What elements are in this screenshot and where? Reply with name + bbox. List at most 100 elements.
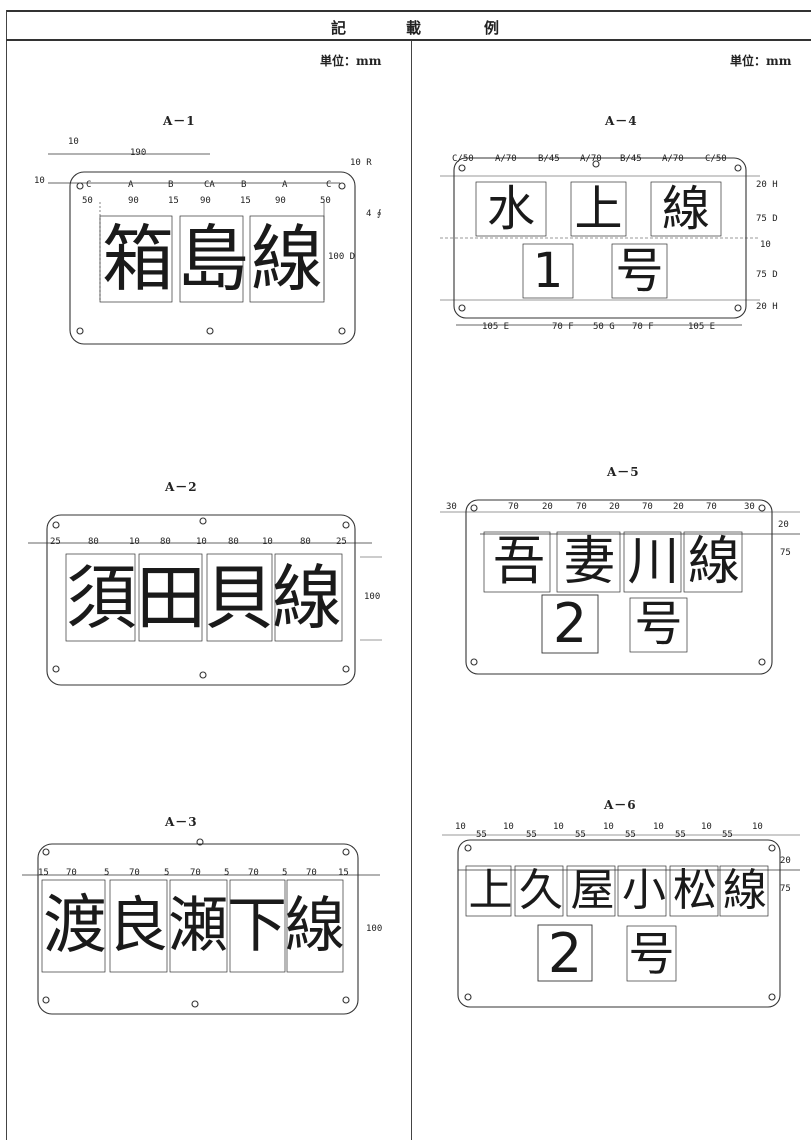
dim-a4-bottom: 70 F xyxy=(552,322,574,332)
dim-a2: 80 xyxy=(160,537,171,547)
dim-a6-top: 10 xyxy=(553,822,564,832)
dim-a4-right: 75 D xyxy=(756,270,778,280)
plate-a6-char: 久 xyxy=(519,865,563,916)
plate-title-a1: A－1 xyxy=(163,114,196,128)
plate-a4-char: 線 xyxy=(661,181,710,237)
dim-a5-right: 20 xyxy=(778,520,789,530)
dim-a6-top: 55 xyxy=(625,830,636,840)
plate-a6-char: 上 xyxy=(468,865,513,916)
plate-a5-char: 号 xyxy=(634,596,683,652)
dim-a3: 70 xyxy=(306,868,317,878)
dim-a1: C xyxy=(326,180,332,190)
dim-a1: 50 xyxy=(82,196,93,206)
left-rule xyxy=(6,10,7,1140)
plate-a3-char: 線 xyxy=(285,891,345,961)
plate-a4-glyphs-row1: 水 上 線 xyxy=(476,184,721,234)
plate-a5-outline xyxy=(465,499,773,675)
plate-a2 xyxy=(28,514,382,686)
plate-title-a2: A－2 xyxy=(165,480,198,494)
dim-a3: 5 xyxy=(164,868,170,878)
plate-a6 xyxy=(442,834,800,1008)
dim-a4-bottom: 70 F xyxy=(632,322,654,332)
plate-a4 xyxy=(440,157,760,326)
dim-a3: 70 xyxy=(190,868,201,878)
dim-a1: 15 xyxy=(168,196,179,206)
dim-a1: 15 xyxy=(240,196,251,206)
plate-a3-char: 良 xyxy=(108,891,168,961)
dim-a6-top: 10 xyxy=(503,822,514,832)
plate-title-a6: A－6 xyxy=(604,798,637,812)
dim-a1: 190 xyxy=(130,148,147,158)
header-char-3: 例 xyxy=(484,19,502,37)
dim-a2: 10 xyxy=(196,537,207,547)
plate-a5-char: 川 xyxy=(627,532,680,592)
dim-a4-right: 10 xyxy=(760,240,771,250)
dim-a4-right: 20 H xyxy=(756,180,778,190)
plate-a4-char: 号 xyxy=(615,243,664,299)
plate-a2-char: 線 xyxy=(272,557,342,639)
dim-a1: 90 xyxy=(275,196,286,206)
dim-a1: 90 xyxy=(200,196,211,206)
plate-title-a4: A－4 xyxy=(605,114,638,128)
dim-a4-top: A/70 xyxy=(580,154,602,164)
plate-title-a5: A－5 xyxy=(607,465,640,479)
dim-a6-top: 10 xyxy=(455,822,466,832)
plate-a5-char: 吾 xyxy=(492,532,545,592)
dim-a1: 100 D xyxy=(328,252,356,262)
dim-a4-top: C/50 xyxy=(452,154,474,164)
dim-a6-top: 55 xyxy=(476,830,487,840)
dim-a5-right: 75 xyxy=(780,548,791,558)
plate-a3 xyxy=(22,838,380,1015)
dim-a4-top: B/45 xyxy=(538,154,560,164)
dim-a5-top: 30 xyxy=(744,502,755,512)
dim-a1: C xyxy=(86,180,92,190)
dim-a2: 10 xyxy=(129,537,140,547)
plate-a6-char: 松 xyxy=(673,865,717,916)
plate-a6-char: 号 xyxy=(628,927,675,981)
header-bar: 記 載 例 xyxy=(6,12,811,41)
dim-a5-top: 70 xyxy=(642,502,653,512)
dim-a1: A xyxy=(128,180,134,190)
plate-a5-char: 2 xyxy=(552,592,588,655)
dim-a5-top: 30 xyxy=(446,502,457,512)
dim-a1: B xyxy=(241,180,247,190)
plate-a4-char: 1 xyxy=(532,243,564,299)
dim-a2: 10 xyxy=(262,537,273,547)
plate-a4-char: 上 xyxy=(574,181,623,237)
unit-label-right: 単位：mm xyxy=(730,54,792,68)
dim-a6-top: 10 xyxy=(752,822,763,832)
dim-a1: 90 xyxy=(128,196,139,206)
dim-a4-bottom: 50 G xyxy=(593,322,615,332)
dim-a2: 80 xyxy=(88,537,99,547)
plate-a6-glyphs-row2: 2 号 xyxy=(538,927,676,981)
dim-a6-right: 20 xyxy=(780,856,791,866)
dim-a5-top: 20 xyxy=(609,502,620,512)
plate-a5-char: 線 xyxy=(687,532,740,592)
dim-a5-top: 70 xyxy=(576,502,587,512)
dim-a4-top: C/50 xyxy=(705,154,727,164)
dim-a2: 100 xyxy=(364,592,381,602)
dim-a1: 4 ∮ xyxy=(366,209,382,219)
dim-a5-top: 20 xyxy=(542,502,553,512)
plate-a1-char: 線 xyxy=(250,217,323,301)
header-char-2: 載 xyxy=(406,19,424,37)
plate-a3-glyphs: 渡 良 瀬 下 線 xyxy=(42,882,345,970)
dim-a4-top: A/70 xyxy=(495,154,517,164)
dim-a6-top: 10 xyxy=(701,822,712,832)
dim-a2: 80 xyxy=(228,537,239,547)
plate-a3-char: 下 xyxy=(227,891,287,961)
dim-a3: 5 xyxy=(282,868,288,878)
plate-a1 xyxy=(48,153,356,345)
plate-a3-char: 瀬 xyxy=(168,891,228,961)
plate-a6-outline xyxy=(457,839,781,1008)
dim-a6-right: 75 xyxy=(780,884,791,894)
plate-a6-char: 線 xyxy=(723,865,767,916)
dim-a1: A xyxy=(282,180,288,190)
plate-a5 xyxy=(440,499,800,675)
plate-a3-char: 渡 xyxy=(43,889,107,963)
plate-a1-glyphs: 箱 島 線 xyxy=(100,218,324,300)
dim-a1: 10 xyxy=(68,137,79,147)
dim-a2: 25 xyxy=(336,537,347,547)
